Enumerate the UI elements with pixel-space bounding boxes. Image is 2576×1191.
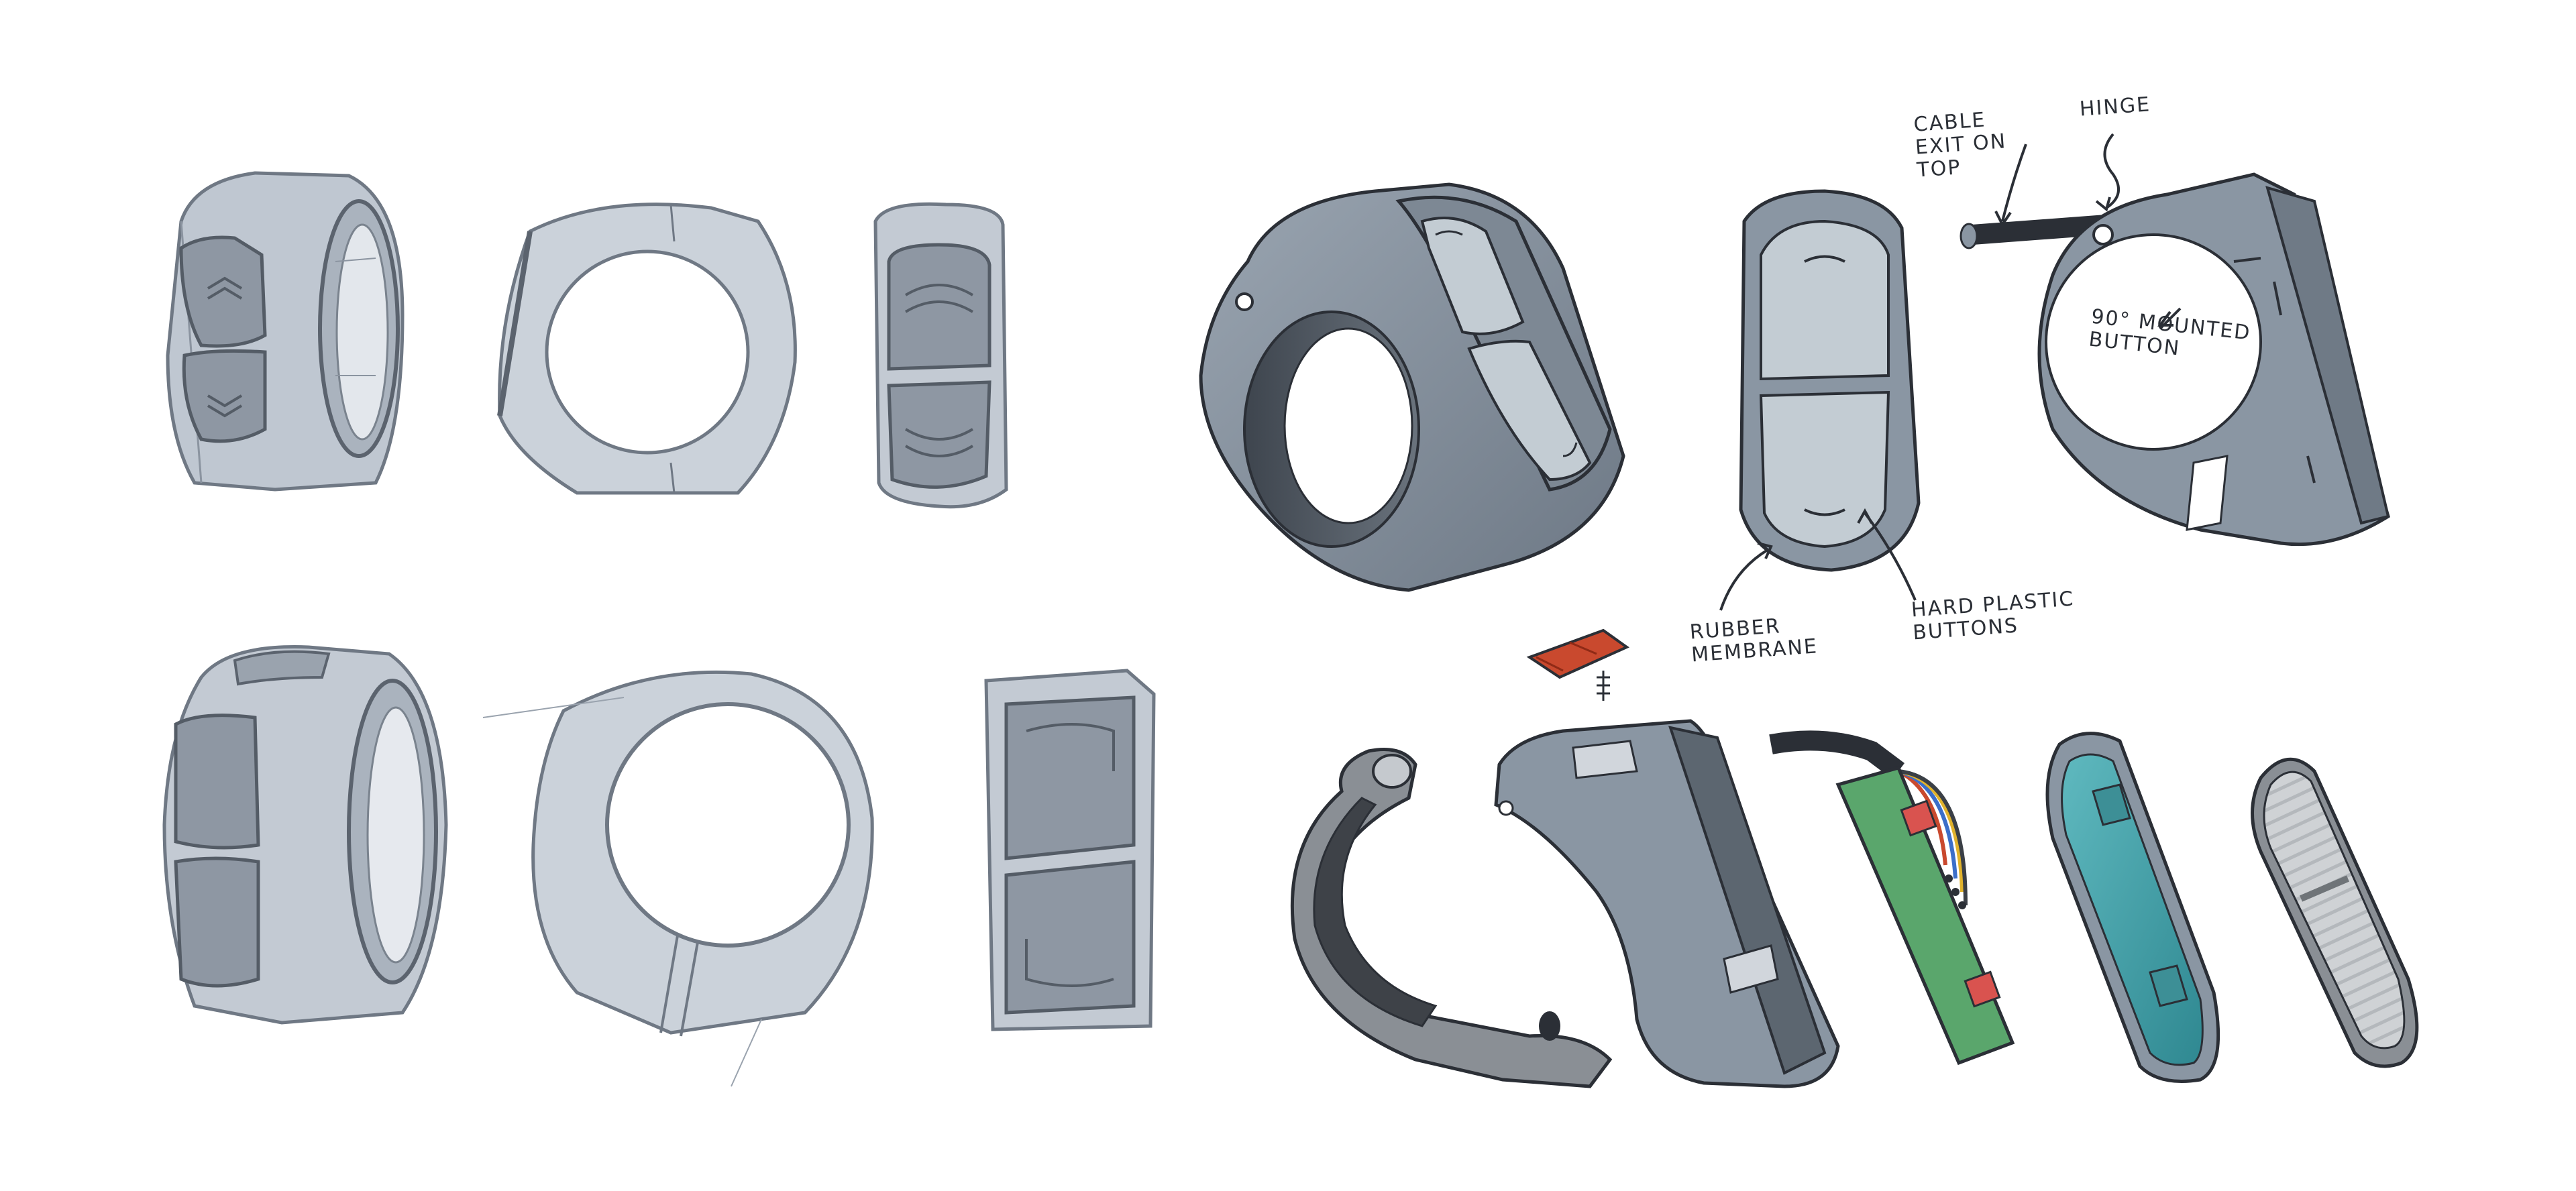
sketch-ring-side-bottom bbox=[482, 670, 874, 1087]
clamp-part bbox=[1290, 748, 1613, 1088]
sketch-remote-angled-bottom bbox=[162, 645, 448, 1025]
cable-part bbox=[1769, 730, 1968, 906]
render-remote-side-section bbox=[1960, 172, 2390, 547]
annotation-cable-exit: CABLE EXIT ON TOP bbox=[1913, 108, 2008, 182]
render-remote-assembled bbox=[1199, 182, 1625, 592]
sketch-remote-front-top bbox=[873, 202, 1008, 509]
arrow-icon bbox=[1719, 133, 2182, 611]
sketch-remote-front-bottom bbox=[984, 669, 1156, 1031]
sketch-remote-angled-top bbox=[166, 171, 405, 492]
housing-part bbox=[1494, 719, 1840, 1088]
annotation-rubber-membrane: RUBBER MEMBRANE bbox=[1688, 614, 1819, 667]
button-pad-part bbox=[2251, 757, 2419, 1068]
rubber-pad-part bbox=[1526, 628, 1629, 701]
sketch-ring-side-top bbox=[497, 203, 797, 495]
button-cover-part bbox=[2045, 732, 2220, 1083]
render-remote-front-view bbox=[1739, 189, 1921, 572]
pcb-part bbox=[1835, 765, 2015, 1066]
